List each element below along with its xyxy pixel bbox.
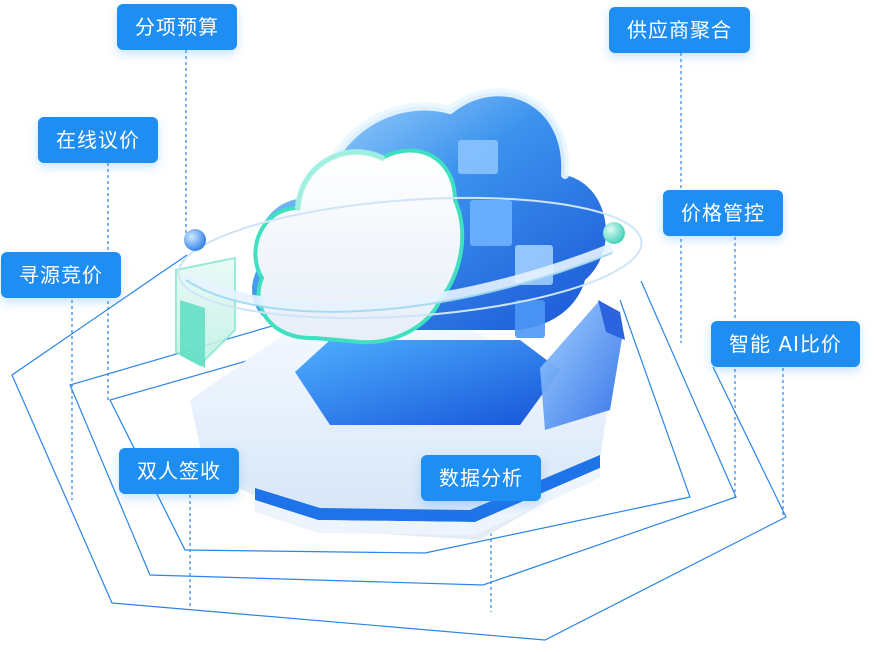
connector-lines <box>11 254 787 641</box>
orbit-ring-front <box>183 243 614 312</box>
base-bottom-edge <box>255 468 600 535</box>
orbit-ball-left <box>184 229 206 251</box>
cloud-front-highlight <box>295 149 385 211</box>
tag-ai-compare: 智能 AI比价 <box>711 321 860 367</box>
tag-budget: 分项预算 <box>117 4 237 50</box>
tag-analysis: 数据分析 <box>421 455 541 501</box>
orbit-ball-right <box>603 222 625 244</box>
cloud-back-rim <box>316 88 570 204</box>
tag-dual-sign: 双人签收 <box>119 448 239 494</box>
blue-panel-right-strip <box>598 300 625 340</box>
cloud-front <box>253 148 465 345</box>
tag-sourcing: 寻源竞价 <box>1 252 121 298</box>
hexagon-outer-line <box>11 254 787 641</box>
hexagon-inner-line <box>109 299 691 554</box>
blue-pedestal <box>295 340 560 425</box>
orbit-ring-front-edge <box>185 252 613 313</box>
orbit-ring <box>177 196 643 320</box>
tag-negotiation: 在线议价 <box>38 117 158 163</box>
cloud-block-4 <box>515 300 545 338</box>
hexagon-middle-line <box>69 280 737 586</box>
base-blue-stripe <box>255 455 600 522</box>
cloud-block-1 <box>458 140 498 174</box>
cloud-block-2 <box>470 200 512 246</box>
glass-panel-left-edge <box>180 300 205 368</box>
blue-panel-right <box>540 300 622 430</box>
tag-price-control: 价格管控 <box>663 190 783 236</box>
tag-supplier: 供应商聚合 <box>609 7 750 53</box>
